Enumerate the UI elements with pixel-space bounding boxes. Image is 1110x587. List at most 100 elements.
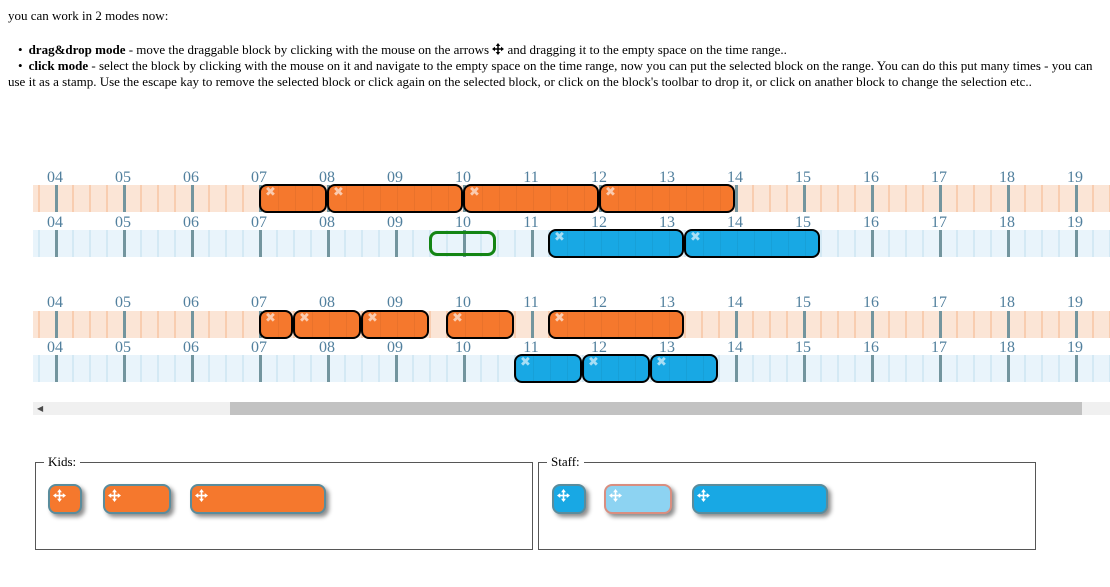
- minor-tick: [888, 230, 890, 257]
- remove-block-icon[interactable]: ✖: [605, 185, 616, 200]
- minor-tick: [157, 311, 159, 338]
- minor-tick: [820, 185, 822, 212]
- minor-tick: [208, 355, 210, 382]
- hour-tick: [1007, 230, 1010, 257]
- draggable-block[interactable]: [692, 484, 828, 514]
- minor-tick: [225, 230, 227, 257]
- timeline-block[interactable]: ✖: [582, 354, 650, 383]
- intro-text: you can work in 2 modes now: •drag&drop …: [8, 8, 1104, 90]
- hour-tick: [259, 230, 262, 257]
- scrollbar-thumb[interactable]: [230, 402, 1082, 415]
- remove-block-icon[interactable]: ✖: [265, 311, 276, 326]
- move-arrows-icon[interactable]: [195, 489, 208, 502]
- minor-tick: [1024, 185, 1026, 212]
- hour-label: 05: [115, 214, 131, 231]
- hour-label: 05: [115, 339, 131, 356]
- minor-tick: [174, 185, 176, 212]
- timeline-block[interactable]: ✖: [463, 184, 599, 213]
- remove-block-icon[interactable]: ✖: [554, 230, 565, 245]
- hour-label: 06: [183, 214, 199, 231]
- draggable-block[interactable]: [103, 484, 171, 514]
- move-arrows-icon[interactable]: [697, 489, 710, 502]
- move-arrows-icon[interactable]: [53, 489, 66, 502]
- minor-tick: [956, 185, 958, 212]
- remove-block-icon[interactable]: ✖: [333, 185, 344, 200]
- minor-tick: [820, 230, 822, 257]
- timeline-block[interactable]: ✖: [259, 184, 327, 213]
- remove-block-icon[interactable]: ✖: [469, 185, 480, 200]
- hour-tick: [191, 230, 194, 257]
- hour-label: 19: [1067, 169, 1083, 186]
- timeline-block[interactable]: ✖: [514, 354, 582, 383]
- remove-block-icon[interactable]: ✖: [452, 311, 463, 326]
- timeline-block[interactable]: ✖: [599, 184, 735, 213]
- selection-placeholder[interactable]: [429, 231, 496, 256]
- scroll-left-arrow-icon[interactable]: ◀: [37, 404, 44, 413]
- minor-tick: [990, 230, 992, 257]
- hour-tick: [803, 311, 806, 338]
- draggable-block[interactable]: [604, 484, 672, 514]
- hour-label: 15: [795, 339, 811, 356]
- remove-block-icon[interactable]: ✖: [367, 311, 378, 326]
- hour-label: 06: [183, 339, 199, 356]
- hour-tick: [871, 230, 874, 257]
- minor-tick: [973, 355, 975, 382]
- hour-label: 09: [387, 339, 403, 356]
- move-arrows-icon[interactable]: [609, 489, 622, 502]
- timeline-block[interactable]: ✖: [684, 229, 820, 258]
- move-arrows-icon[interactable]: [108, 489, 121, 502]
- remove-block-icon[interactable]: ✖: [656, 355, 667, 370]
- timeline-block[interactable]: ✖: [327, 184, 463, 213]
- move-arrows-icon[interactable]: [557, 489, 570, 502]
- timeline-block[interactable]: ✖: [650, 354, 718, 383]
- timeline-block[interactable]: ✖: [548, 310, 684, 339]
- minor-tick: [344, 230, 346, 257]
- minor-tick: [956, 355, 958, 382]
- remove-block-icon[interactable]: ✖: [265, 185, 276, 200]
- minor-tick: [786, 311, 788, 338]
- draggable-block[interactable]: [190, 484, 326, 514]
- remove-block-icon[interactable]: ✖: [554, 311, 565, 326]
- draggable-block[interactable]: [48, 484, 82, 514]
- minor-tick: [837, 311, 839, 338]
- minor-tick: [89, 230, 91, 257]
- minor-tick: [72, 355, 74, 382]
- staff-palette-body: [539, 470, 1035, 549]
- minor-tick: [786, 355, 788, 382]
- remove-block-icon[interactable]: ✖: [520, 355, 531, 370]
- remove-block-icon[interactable]: ✖: [690, 230, 701, 245]
- hour-label: 07: [251, 294, 267, 311]
- minor-tick: [769, 311, 771, 338]
- hour-label: 15: [795, 294, 811, 311]
- minor-tick: [38, 311, 40, 338]
- timeline-block[interactable]: ✖: [361, 310, 429, 339]
- timeline-block[interactable]: ✖: [446, 310, 514, 339]
- timeline-block[interactable]: ✖: [548, 229, 684, 258]
- minor-tick: [208, 311, 210, 338]
- hour-label: 18: [999, 339, 1015, 356]
- remove-block-icon[interactable]: ✖: [588, 355, 599, 370]
- hour-label: 15: [795, 169, 811, 186]
- bullet-icon: •: [18, 42, 23, 57]
- remove-block-icon[interactable]: ✖: [299, 311, 310, 326]
- hour-label: 16: [863, 294, 879, 311]
- minor-tick: [684, 311, 686, 338]
- minor-tick: [752, 185, 754, 212]
- minor-tick: [990, 311, 992, 338]
- hour-label: 14: [727, 214, 743, 231]
- minor-tick: [208, 185, 210, 212]
- hour-label: 10: [455, 339, 471, 356]
- hour-label: 18: [999, 169, 1015, 186]
- hour-label: 12: [591, 214, 607, 231]
- timeline-block[interactable]: ✖: [293, 310, 361, 339]
- timeline-block[interactable]: ✖: [259, 310, 293, 339]
- draggable-block[interactable]: [552, 484, 586, 514]
- minor-tick: [276, 230, 278, 257]
- minor-tick: [140, 355, 142, 382]
- horizontal-scrollbar[interactable]: ◀: [33, 402, 1110, 415]
- minor-tick: [1024, 311, 1026, 338]
- minor-tick: [922, 355, 924, 382]
- minor-tick: [225, 355, 227, 382]
- minor-tick: [922, 311, 924, 338]
- minor-tick: [837, 355, 839, 382]
